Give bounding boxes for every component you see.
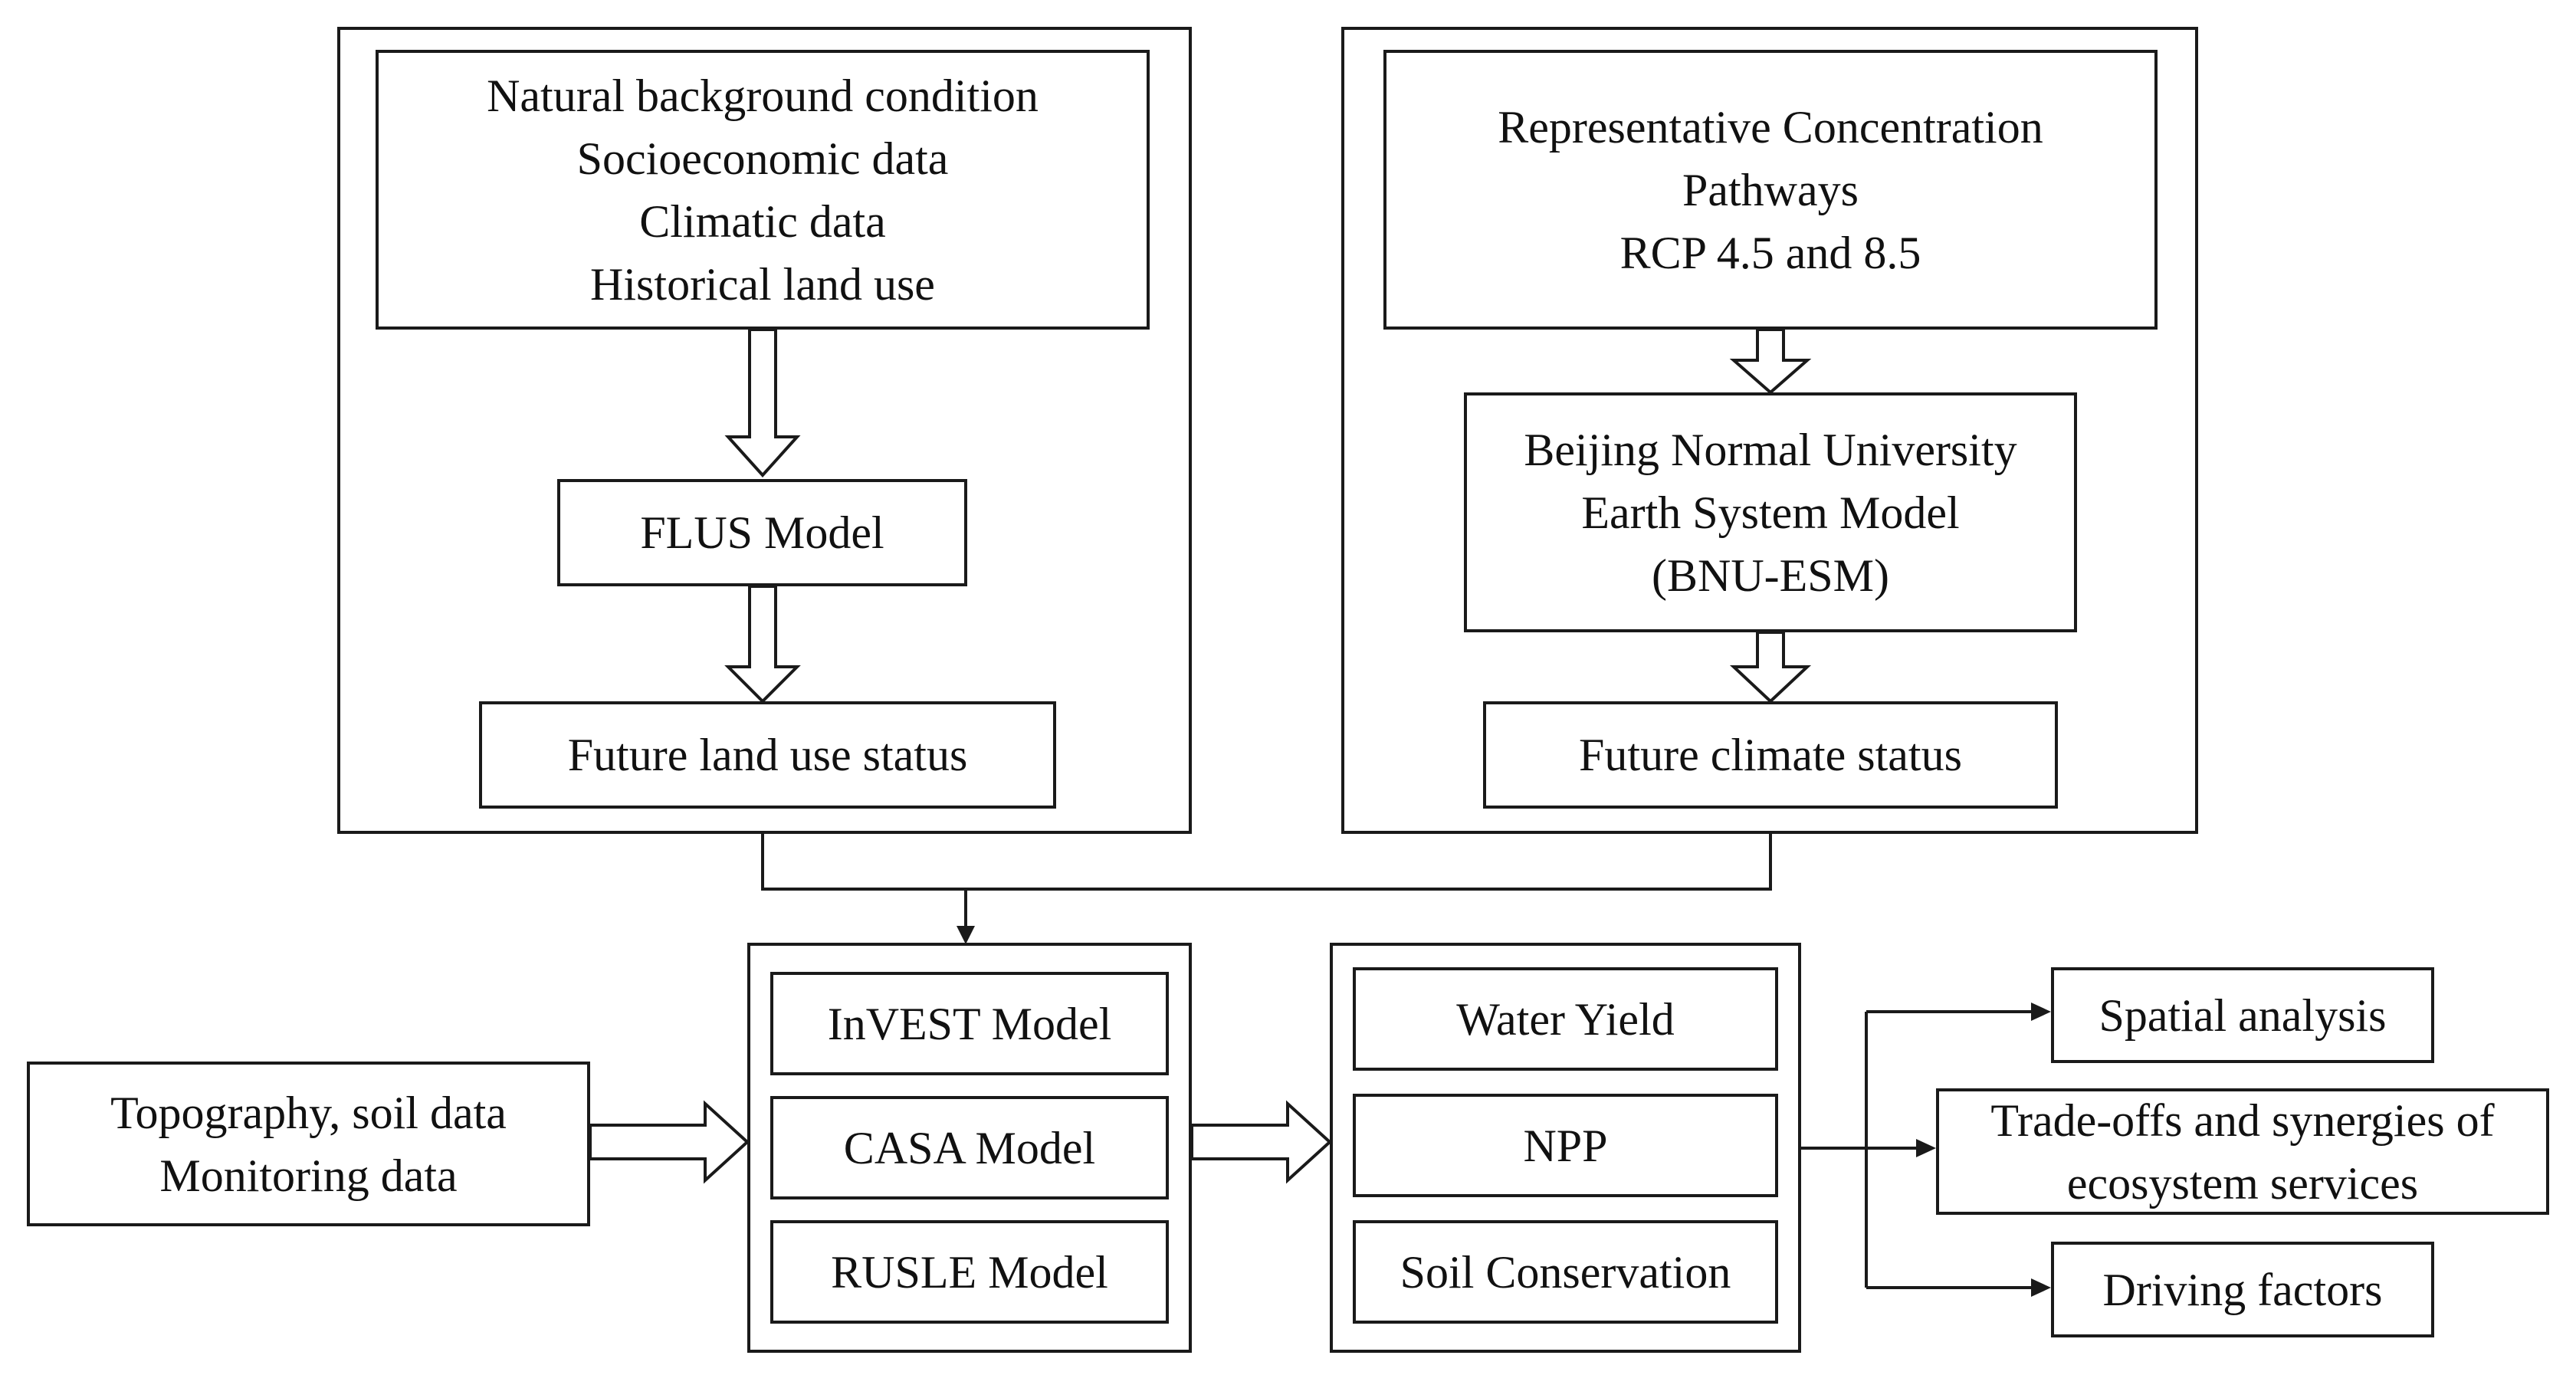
tradeoffs-line-2: ecosystem services	[2066, 1157, 2419, 1209]
spatial-analysis-label: Spatial analysis	[2099, 989, 2387, 1041]
models-group	[747, 943, 1192, 1353]
rusle-model-box: RUSLE Model	[770, 1220, 1169, 1324]
input-climatic: Climatic data	[639, 195, 886, 247]
services-group	[1330, 943, 1801, 1353]
input-socioeconomic: Socioeconomic data	[576, 133, 949, 184]
hollow-arrow-topography-to-models	[589, 1100, 750, 1184]
hollow-arrow-rcp-to-bnu	[1729, 328, 1812, 395]
water-yield-label: Water Yield	[1456, 993, 1675, 1045]
bnu-esm-box: Beijing Normal University Earth System M…	[1464, 392, 2077, 632]
flus-model-box: FLUS Model	[557, 479, 967, 586]
rcp-line-2: Pathways	[1682, 164, 1859, 215]
hollow-arrow-models-to-services	[1190, 1100, 1332, 1184]
climate-group	[1341, 27, 2198, 834]
arrowhead-tradeoffs	[1916, 1139, 1936, 1157]
arrowhead-spatial	[2031, 1003, 2051, 1021]
casa-model-box: CASA Model	[770, 1096, 1169, 1199]
npp-box: NPP	[1353, 1094, 1778, 1197]
topography-line-2: Monitoring data	[159, 1150, 458, 1201]
input-historical-land-use: Historical land use	[590, 258, 935, 310]
topography-box: Topography, soil data Monitoring data	[27, 1062, 590, 1226]
tradeoffs-box: Trade-offs and synergies of ecosystem se…	[1936, 1088, 2549, 1215]
bnu-line-2: Earth System Model	[1581, 487, 1960, 538]
future-land-use-label: Future land use status	[567, 730, 968, 780]
future-land-use-box: Future land use status	[479, 701, 1056, 809]
npp-label: NPP	[1523, 1120, 1608, 1171]
spatial-analysis-box: Spatial analysis	[2051, 967, 2434, 1063]
hollow-arrow-bnu-to-climate	[1729, 631, 1812, 704]
land-use-group	[337, 27, 1192, 834]
topography-line-1: Topography, soil data	[110, 1087, 507, 1138]
connector-top-merge	[761, 834, 1772, 891]
tradeoffs-line-1: Trade-offs and synergies of	[1990, 1094, 2495, 1146]
land-use-inputs-box: Natural background condition Socioeconom…	[376, 50, 1150, 330]
driving-factors-label: Driving factors	[2102, 1264, 2383, 1315]
bnu-line-3: (BNU-ESM)	[1652, 550, 1889, 601]
flus-model-label: FLUS Model	[640, 507, 884, 558]
soil-conservation-label: Soil Conservation	[1400, 1246, 1731, 1298]
rcp-line-1: Representative Concentration	[1498, 101, 2043, 153]
invest-model-label: InVEST Model	[827, 998, 1112, 1049]
bnu-line-1: Beijing Normal University	[1524, 424, 2017, 475]
input-natural-background: Natural background condition	[487, 70, 1039, 121]
soil-conservation-box: Soil Conservation	[1353, 1220, 1778, 1324]
arrowhead-driving	[2031, 1278, 2051, 1297]
future-climate-label: Future climate status	[1579, 730, 1962, 780]
rcp-box: Representative Concentration Pathways RC…	[1383, 50, 2158, 330]
future-climate-box: Future climate status	[1483, 701, 2058, 809]
driving-factors-box: Driving factors	[2051, 1242, 2434, 1337]
hollow-arrow-inputs-to-flus	[724, 328, 801, 477]
rcp-line-3: RCP 4.5 and 8.5	[1619, 227, 1921, 278]
invest-model-box: InVEST Model	[770, 972, 1169, 1075]
casa-model-label: CASA Model	[843, 1122, 1096, 1173]
hollow-arrow-flus-to-landuse	[724, 585, 801, 704]
water-yield-box: Water Yield	[1353, 967, 1778, 1071]
rusle-model-label: RUSLE Model	[831, 1246, 1108, 1298]
arrowhead-down	[957, 926, 975, 944]
